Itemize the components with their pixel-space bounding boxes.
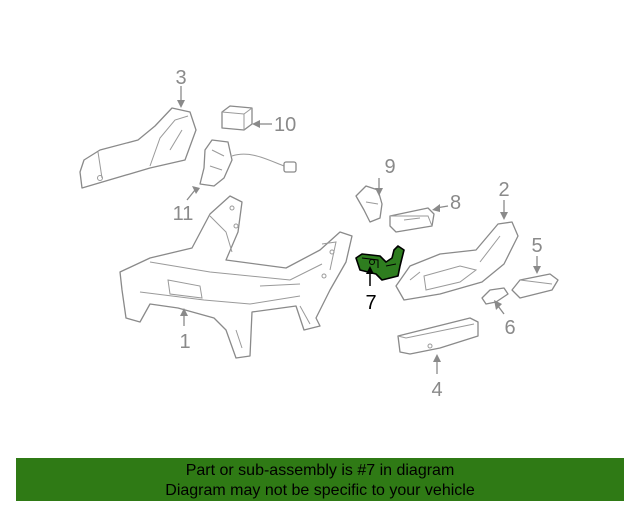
part-6-trim	[481, 287, 509, 305]
callout-7: 7	[365, 292, 376, 314]
callout-8: 8	[450, 192, 461, 214]
callout-2: 2	[498, 179, 509, 201]
callout-6: 6	[504, 317, 515, 339]
part-11-harness	[199, 139, 297, 187]
leader-11	[186, 189, 196, 201]
callout-4: 4	[431, 379, 442, 401]
part-3-seatback-shield	[79, 107, 197, 189]
callout-5: 5	[531, 235, 542, 257]
footer-notice-banner: Part or sub-assembly is #7 in diagram Di…	[16, 458, 624, 501]
seat-parts-diagram: 3 10 11 9 8 2 5 7 6 1 4	[79, 67, 559, 401]
callout-10: 10	[274, 114, 296, 136]
part-9-knob	[355, 185, 383, 223]
part-4-lower-panel	[397, 317, 479, 355]
callout-11: 11	[173, 203, 194, 225]
part-8-switch	[389, 207, 435, 233]
part-10-block	[221, 105, 253, 131]
footer-line-disclaimer: Diagram may not be specific to your vehi…	[165, 482, 475, 499]
part-2-cushion-shield	[395, 221, 519, 301]
part-7-highlighted-bracket	[355, 245, 405, 281]
callout-9: 9	[384, 156, 395, 178]
callout-3: 3	[175, 67, 186, 89]
part-5-trim	[511, 273, 559, 299]
footer-line-part-number: Part or sub-assembly is #7 in diagram	[185, 462, 455, 479]
callout-1: 1	[179, 331, 190, 353]
leader-6	[497, 305, 505, 315]
part-1-seat-frame	[119, 195, 353, 359]
